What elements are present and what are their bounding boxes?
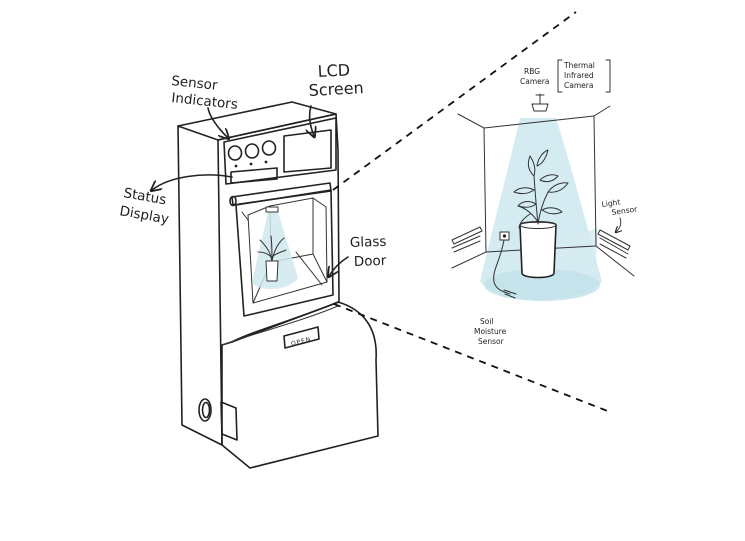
mini-camera <box>265 206 279 213</box>
chamber-detail <box>451 93 635 301</box>
zoom-line-bottom <box>333 303 611 413</box>
mini-plant <box>257 235 287 262</box>
roller-end-cap <box>229 195 237 207</box>
cabinet-base <box>221 301 379 469</box>
control-panel <box>223 117 337 185</box>
glass-door-label-line2: Door <box>354 253 387 270</box>
rgb-camera-body <box>531 103 549 112</box>
glass-reflection <box>241 211 323 286</box>
lcd-screen <box>283 129 332 173</box>
soil-sensor-probe <box>503 289 517 299</box>
zoom-line-top <box>332 11 577 191</box>
side-hatch <box>220 401 238 441</box>
sensor-indicator-dial-2 <box>244 143 260 159</box>
chamber-ceiling <box>457 105 611 129</box>
sensor-indicators-label-line2: Indicators <box>171 90 239 113</box>
rgb-camera-label-line2: Camera <box>520 77 549 86</box>
sensor-indicators-arrow <box>207 107 228 138</box>
sensor-indicator-dial-1 <box>227 145 243 161</box>
rgb-camera-mount <box>535 93 545 105</box>
left-wall-light-bar <box>451 226 483 253</box>
lcd-screen-arrow <box>310 105 314 136</box>
thermal-camera-label-line2: Infrared <box>564 71 594 80</box>
lcd-screen-label-line2: Screen <box>308 78 364 100</box>
growth-cabinet: OPEN <box>177 101 379 469</box>
zoom-callout-lines <box>332 11 611 413</box>
right-wall-light-bar <box>597 229 631 259</box>
indicator-dot-2 <box>249 162 253 166</box>
glass-door-arrow <box>329 256 349 276</box>
soil-sensor-dot <box>502 234 507 238</box>
soil-sensor-cable <box>493 239 511 295</box>
light-sensor-glow <box>560 228 598 262</box>
door-roller-bar <box>231 182 332 206</box>
chamber-floor-edges <box>451 245 635 277</box>
soil-sensor-label-line2: Moisture <box>474 327 507 336</box>
glass-door[interactable] <box>235 189 334 317</box>
chamber-labels: RBG Camera Thermal Infrared Camera Light… <box>474 59 639 346</box>
light-sensor-label-line1: Light <box>601 197 621 209</box>
glass-door-label-line1: Glass <box>350 234 387 251</box>
plant-pot <box>519 221 557 279</box>
side-vent-outer <box>198 398 212 422</box>
lcd-screen-label-line1: LCD <box>317 60 350 81</box>
door-handle-text: OPEN <box>290 336 312 348</box>
mini-pot <box>265 260 279 282</box>
indicator-dot-1 <box>234 164 238 168</box>
cabinet-base-shelf <box>221 305 339 346</box>
soil-sensor-label-line1: Soil <box>480 317 494 326</box>
light-sensor-arrow <box>616 217 621 232</box>
machine-labels: Sensor Indicators LCD Screen Status Disp… <box>118 60 387 276</box>
rgb-camera-label-line1: RBG <box>524 67 540 76</box>
thermal-camera-label-line1: Thermal <box>563 61 595 70</box>
side-vent-inner <box>201 401 211 419</box>
cabinet-side-panel <box>177 125 223 446</box>
light-sensor-label-line2: Sensor <box>611 204 639 217</box>
thermal-camera-label-line3: Camera <box>564 81 593 90</box>
thermal-camera-bracket <box>557 59 611 93</box>
sensor-indicators-label-line1: Sensor <box>171 73 219 94</box>
status-display-arrow <box>152 174 233 190</box>
chamber-back-corners <box>483 115 597 253</box>
status-display <box>230 167 278 184</box>
door-handle[interactable] <box>283 326 320 349</box>
plant <box>513 149 569 229</box>
sensor-indicator-dial-3 <box>261 140 277 156</box>
soil-sensor-label-line3: Sensor <box>478 337 505 346</box>
indicator-dot-3 <box>264 160 268 164</box>
